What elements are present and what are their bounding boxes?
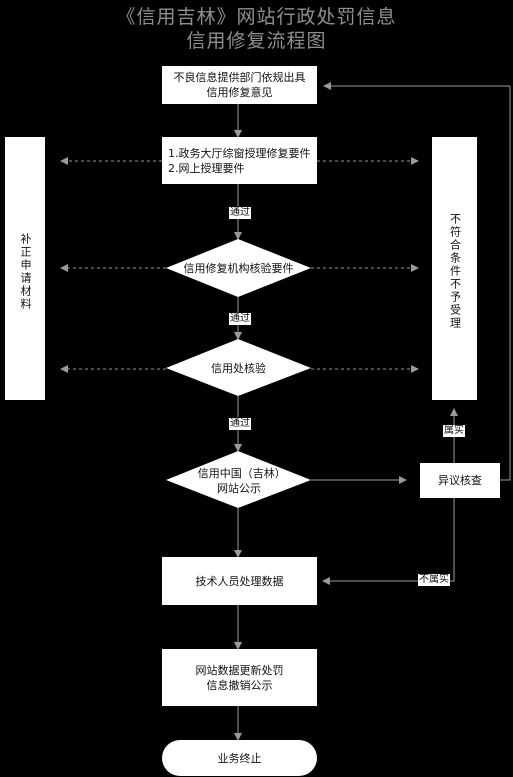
- page-title-line1: 《信用吉林》网站行政处罚信息: [116, 6, 397, 28]
- end-terminal-text: 业务终止: [217, 751, 262, 765]
- left-panel-text: 补正申请材料: [19, 233, 32, 311]
- step-issue-opinion: 不良信息提供部门依规出具信用修复意见: [162, 66, 317, 104]
- label-pass-2: 通过: [229, 313, 251, 325]
- decision-check1-shape: [166, 239, 311, 297]
- label-false: 不属实: [418, 574, 450, 586]
- label-pass-3: 通过: [229, 418, 251, 430]
- decision-check3-shape: [166, 451, 311, 508]
- end-terminal: 业务终止: [162, 740, 317, 776]
- right-panel-reject: 不符合条件不予受理: [432, 137, 477, 400]
- objection-check-text: 异议核查: [438, 474, 482, 487]
- page-title-line2: 信用修复流程图: [186, 30, 327, 52]
- objection-check-box: 异议核查: [420, 463, 500, 498]
- decision-check1-text: 信用修复机构核验要件: [183, 262, 294, 275]
- step-accept-line1: 1.政务大厅综窗授理修复要件: [168, 146, 311, 160]
- decision-check2-text: 信用处核验: [211, 362, 266, 375]
- right-panel-text: 不符合条件不予受理: [448, 213, 462, 330]
- step-accept-line2: 2.网上授理要件: [168, 161, 245, 175]
- arrow-feedback-loop: [323, 82, 511, 481]
- label-true: 属实: [443, 425, 465, 437]
- step-accept-documents: 1.政务大厅综窗授理修复要件 2.网上授理要件: [162, 137, 317, 184]
- left-panel-supplement: 补正申请材料: [5, 137, 45, 400]
- step-update-publish-text: 网站数据更新处罚信息撤销公示: [195, 663, 284, 692]
- step-issue-opinion-text: 不良信息提供部门依规出具信用修复意见: [173, 71, 306, 99]
- label-pass-1: 通过: [229, 207, 251, 219]
- arrow-objection-false: [322, 498, 455, 585]
- step-update-publish: 网站数据更新处罚信息撤销公示: [162, 649, 317, 706]
- step-process-data: 技术人员处理数据: [162, 557, 317, 605]
- step-process-data-text: 技术人员处理数据: [195, 574, 284, 588]
- decision-check2-shape: [166, 339, 311, 396]
- decision-check3-text: 信用中国（吉林）网站公示: [197, 467, 281, 495]
